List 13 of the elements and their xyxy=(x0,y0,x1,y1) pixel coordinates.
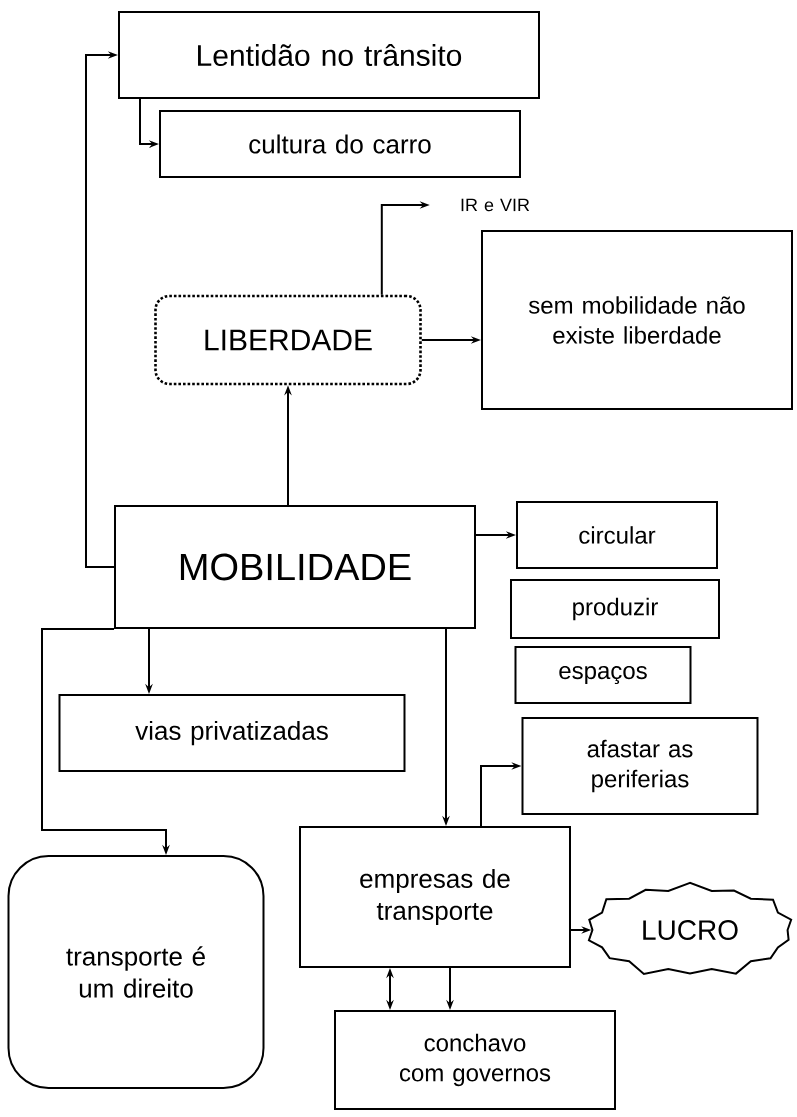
concept-box: sem mobilidade não existe liberdade xyxy=(481,230,793,410)
concept-box: cultura do carro xyxy=(159,110,521,178)
concept-box: MOBILIDADE xyxy=(114,505,476,629)
concept-box: espaços xyxy=(514,646,692,704)
concept-box: Lentidão no trânsito xyxy=(118,11,540,99)
concept-box: empresas de transporte xyxy=(299,826,571,968)
concept-box: circular xyxy=(516,501,718,569)
concept-box: produzir xyxy=(510,579,720,639)
concept-box: conchavo com governos xyxy=(334,1010,616,1110)
dotted-concept-box: LIBERDADE xyxy=(154,294,422,386)
concept-text: IR e VIR xyxy=(461,198,530,212)
concept-box: vias privatizadas xyxy=(58,694,406,772)
concept-box: afastar as periferias xyxy=(521,717,759,815)
